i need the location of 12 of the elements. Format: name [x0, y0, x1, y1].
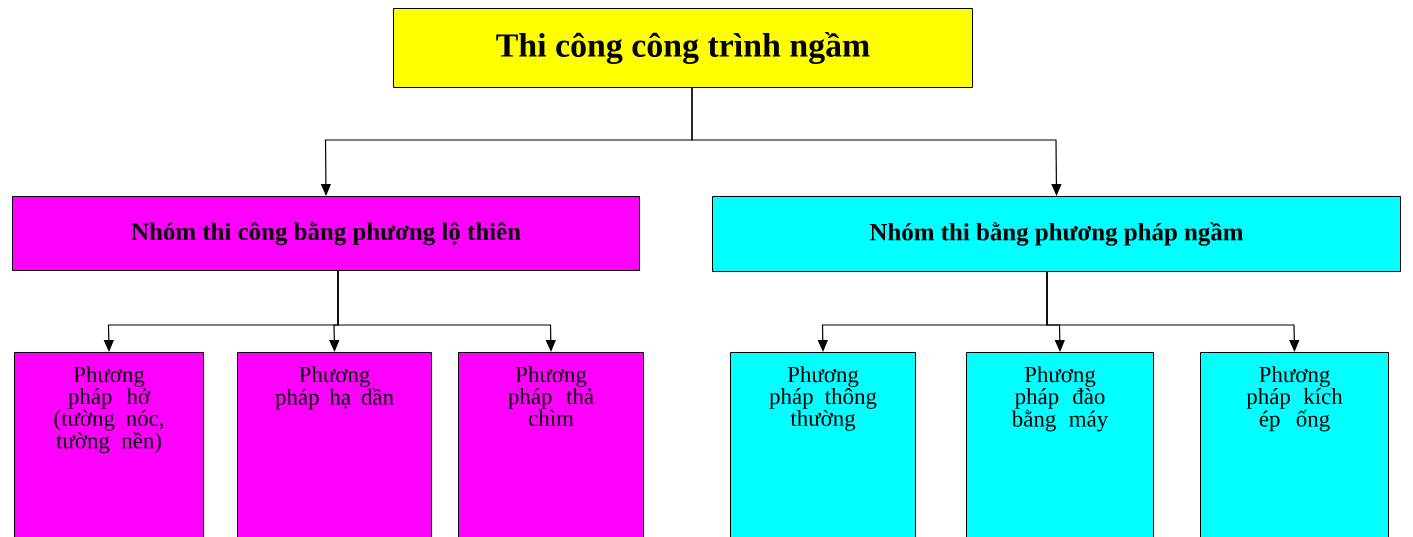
method-box: Phương pháp thông thường — [730, 352, 916, 537]
category-box: Nhóm thi bằng phương pháp ngầm — [712, 196, 1401, 272]
method-box: Phương pháp thả chìm — [458, 352, 644, 537]
arrow — [691, 87, 1062, 196]
method-box: Phương pháp hở (tường nóc, tường nền) — [14, 352, 204, 537]
arrow — [337, 270, 556, 352]
method-box: Phương pháp kích ép ống — [1200, 352, 1389, 537]
method-box: Phương pháp hạ dần — [237, 352, 432, 537]
title-box: Thi công công trình ngầm — [393, 8, 973, 88]
category-box: Nhóm thi công bằng phương lộ thiên — [12, 196, 640, 271]
method-box: Phương pháp đào bằng máy — [966, 352, 1154, 537]
arrow — [1046, 271, 1300, 352]
